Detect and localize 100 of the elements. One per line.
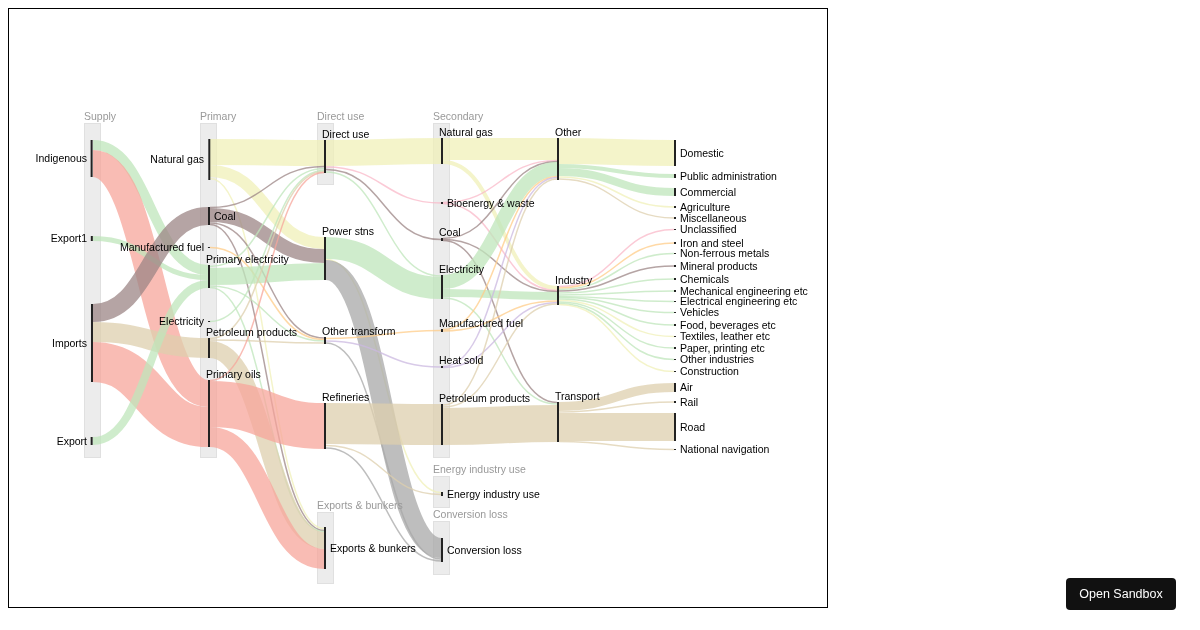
flow-link	[209, 263, 325, 285]
flow-link	[91, 342, 210, 447]
flow-link	[558, 299, 675, 338]
node-label: Export	[56, 435, 87, 447]
flow-link	[92, 280, 209, 445]
flow-link	[442, 202, 558, 292]
node-label: Domestic	[680, 147, 724, 159]
node-label: Electricity	[159, 316, 204, 327]
node-label: Chemicals	[680, 273, 729, 285]
node-label: Direct use	[322, 128, 370, 140]
flow-link	[325, 166, 442, 204]
flow-link	[325, 447, 442, 562]
node-label: Other transform	[322, 325, 396, 337]
node-label: Public administration	[680, 170, 777, 182]
flow-link	[442, 239, 558, 404]
flow-link	[558, 401, 675, 413]
column-heading: Direct use	[317, 109, 365, 123]
node-label: Imports	[52, 337, 87, 349]
node-label: Other	[555, 126, 582, 138]
flow-link	[92, 140, 209, 275]
node-label: Paper, printing etc	[680, 342, 765, 354]
node-label: Refineries	[322, 391, 370, 403]
node-label: Construction	[680, 366, 739, 377]
column-heading: Primary	[200, 109, 237, 123]
node-label: Bioenergy & waste	[447, 197, 535, 209]
flow-link	[209, 285, 325, 342]
flow-link	[442, 178, 558, 406]
node-label: Manufactured fuel	[119, 242, 204, 253]
flow-link	[92, 236, 209, 280]
node-label: Vehicles	[680, 307, 720, 318]
column-heading: Energy industry use	[433, 462, 526, 476]
node-label: Road	[680, 421, 706, 433]
node-label: Heat sold	[439, 354, 484, 366]
node-label: Conversion loss	[447, 544, 522, 556]
node-label: Transport	[555, 390, 600, 402]
node-label: Commercial	[680, 186, 736, 198]
flow-link	[558, 228, 675, 288]
flow-link	[325, 168, 442, 241]
flow-link	[325, 237, 442, 299]
flow-link	[558, 302, 675, 361]
node-label: Exports & bunkers	[330, 542, 416, 554]
node-label: Mechanical engineering etc	[680, 285, 808, 297]
flow-link	[442, 405, 558, 445]
flow-link	[558, 290, 675, 296]
flow-link	[209, 339, 325, 344]
flow-link	[325, 444, 442, 496]
flow-link	[210, 139, 324, 166]
flow-link	[442, 160, 558, 240]
flow-link	[325, 171, 442, 277]
flow-link	[442, 176, 558, 368]
flow-link	[558, 296, 675, 314]
flow-link	[325, 329, 442, 340]
flow-link	[209, 165, 325, 209]
node-label: Iron and steel	[680, 237, 744, 249]
flow-link	[442, 300, 558, 332]
column-heading: Supply	[84, 109, 117, 123]
flow-link	[558, 138, 675, 166]
flow-link	[209, 246, 325, 341]
node-label: Unclassified	[680, 224, 737, 235]
flow-link	[558, 242, 675, 289]
flow-link	[558, 440, 675, 451]
node-label: Other industries	[680, 354, 755, 365]
flow-link	[209, 208, 325, 263]
flow-link	[558, 164, 675, 178]
flow-link	[209, 165, 325, 249]
column-heading: Secondary	[433, 109, 484, 123]
flow-link	[443, 138, 557, 160]
node-label: Power stns	[322, 225, 374, 237]
flow-link	[558, 303, 675, 373]
flow-link	[325, 138, 442, 166]
flow-link	[209, 171, 325, 382]
flow-link	[558, 168, 675, 196]
flow-link	[558, 178, 675, 219]
flow-link	[558, 383, 675, 411]
flow-link	[558, 176, 675, 208]
flow-link	[442, 159, 558, 204]
node-label: Primary electricity	[206, 253, 289, 265]
node-label: Natural gas	[150, 154, 204, 165]
flow-link	[558, 252, 675, 291]
node-label: Rail	[680, 396, 699, 408]
node-label: Coal	[214, 210, 236, 222]
node-label: Mineral products	[680, 260, 758, 272]
flow-link	[558, 265, 675, 292]
flow-link	[92, 322, 209, 358]
flow-link	[91, 207, 210, 322]
flow-link	[209, 167, 325, 268]
node-label: Natural gas	[439, 126, 493, 138]
node-label: Coal	[439, 226, 461, 238]
flow-link	[326, 403, 441, 445]
flow-link	[209, 222, 325, 339]
node-label: National navigation	[680, 444, 770, 455]
flow-link	[558, 295, 675, 303]
node-label: Primary oils	[206, 368, 261, 380]
flow-link	[209, 381, 325, 449]
flow-link	[442, 238, 558, 293]
flow-link	[442, 301, 558, 369]
node-label: Petroleum products	[439, 392, 531, 404]
node-label: Industry	[555, 274, 593, 286]
node-label: Non-ferrous metals	[680, 248, 770, 259]
node-label: Energy industry use	[447, 488, 540, 500]
